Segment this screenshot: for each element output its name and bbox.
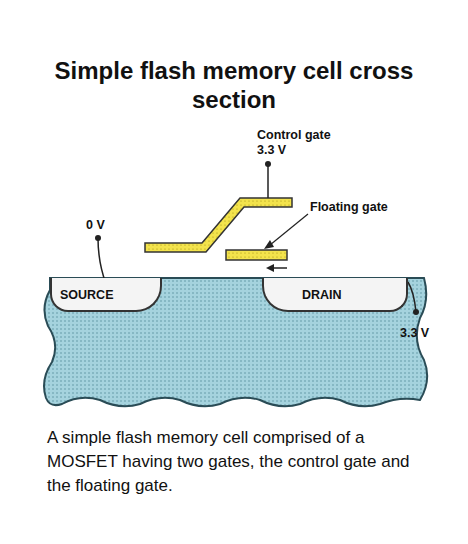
terminal-dot [413,309,419,315]
electron-arrow [272,267,287,269]
region-box: DRAIN [262,278,408,312]
part-label: Control gate [257,128,331,143]
electron-arrow-head [266,264,274,272]
control-gate [145,198,292,252]
part-label: Floating gate [310,200,388,215]
part-label: 3.3 V [400,326,429,341]
part-label: 3.3 V [257,143,286,158]
terminal-dot [265,161,271,167]
control-gate-wire [267,164,269,198]
region-label: DRAIN [302,288,406,302]
drain-wire [408,282,416,312]
floating-gate [226,250,287,260]
leader-head [264,240,274,249]
diagram-title: Simple flash memory cell cross section [44,56,424,114]
figure-caption: A simple flash memory cell comprised of … [47,426,427,498]
substrate [44,278,427,406]
part-label: 0 V [86,218,105,233]
region-label: SOURCE [60,288,160,302]
region-box: SOURCE [50,278,162,312]
floating-gate-leader [270,214,308,245]
